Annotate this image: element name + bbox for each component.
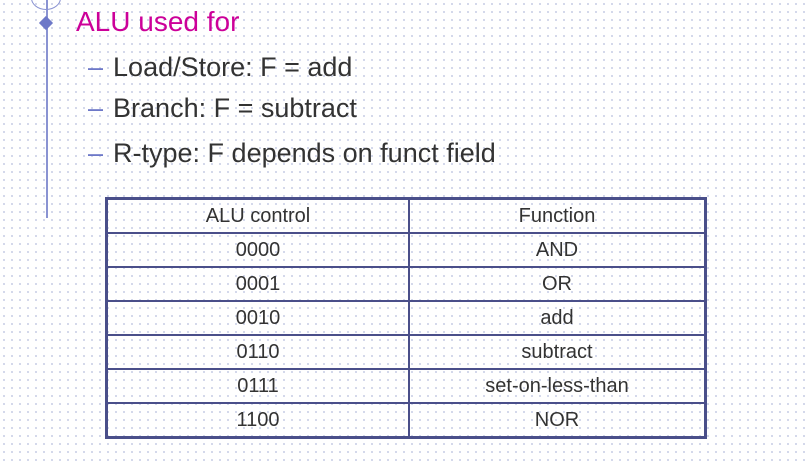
function-cell: set-on-less-than — [408, 368, 707, 404]
diamond-bullet-icon — [38, 15, 54, 31]
alu-control-cell: 0000 — [105, 232, 410, 268]
dash-bullet-icon: – — [88, 138, 104, 168]
slide-heading: ALU used for — [76, 6, 240, 37]
alu-control-cell: 1100 — [105, 402, 410, 439]
function-cell: OR — [408, 266, 707, 302]
function-cell: AND — [408, 232, 707, 268]
dash-bullet-icon: – — [88, 93, 104, 123]
table-row: 1100 NOR — [105, 402, 707, 439]
alu-control-cell: 0001 — [105, 266, 410, 302]
function-cell: subtract — [408, 334, 707, 370]
alu-control-cell: 0111 — [105, 368, 410, 404]
table-row: 0010 add — [105, 300, 707, 336]
header-function: Function — [408, 197, 707, 234]
function-cell: add — [408, 300, 707, 336]
function-cell: NOR — [408, 402, 707, 439]
table-row: 0111 set-on-less-than — [105, 368, 707, 404]
sub-bullet-load-store: –Load/Store: F = add — [88, 47, 352, 87]
alu-control-cell: 0110 — [105, 334, 410, 370]
table-header-row: ALU control Function — [105, 197, 707, 234]
dash-bullet-icon: – — [88, 52, 104, 82]
sub-bullet-text: R-type: F depends on funct field — [113, 138, 496, 168]
header-alu-control: ALU control — [105, 197, 410, 234]
table-row: 0110 subtract — [105, 334, 707, 370]
sub-bullet-branch: –Branch: F = subtract — [88, 88, 357, 128]
sub-bullet-r-type: –R-type: F depends on funct field — [88, 133, 496, 173]
alu-control-table: ALU control Function 0000 AND 0001 OR 00… — [105, 197, 707, 439]
vertical-rule — [46, 0, 48, 218]
table-row: 0000 AND — [105, 232, 707, 268]
sub-bullet-text: Load/Store: F = add — [113, 52, 353, 82]
table-row: 0001 OR — [105, 266, 707, 302]
alu-control-cell: 0010 — [105, 300, 410, 336]
sub-bullet-text: Branch: F = subtract — [113, 93, 357, 123]
